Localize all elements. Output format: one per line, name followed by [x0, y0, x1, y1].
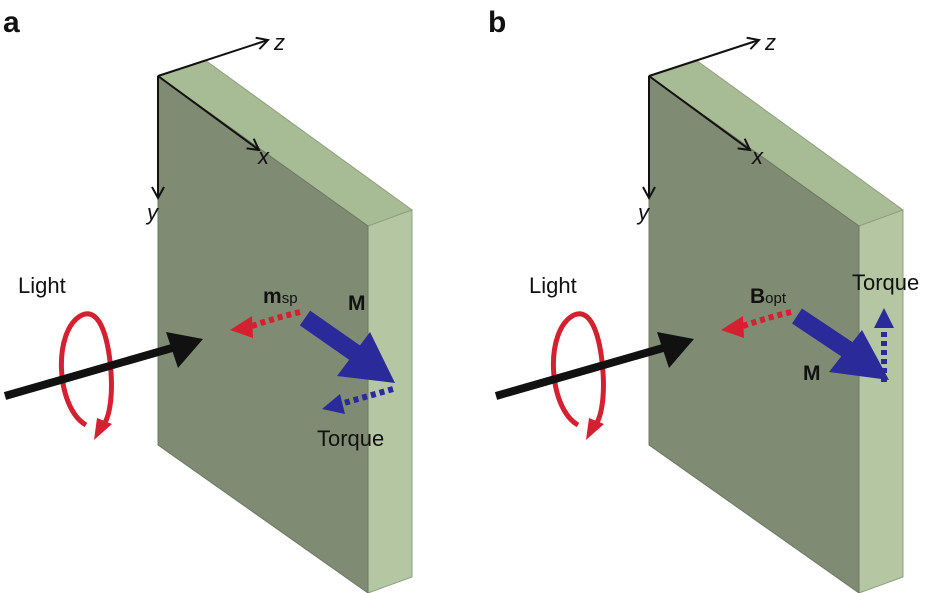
panel-a-letter: a	[3, 6, 20, 39]
panel-a-slab	[156, 59, 414, 593]
panel-a: a z x y Light	[3, 6, 414, 593]
panel-a-field-subscript: sp	[282, 290, 298, 307]
panel-b-slab	[647, 59, 905, 593]
panel-a-light-arrow	[3, 332, 203, 400]
panel-a-magnetization-arrow	[299, 310, 395, 383]
panel-b-light-arrow	[494, 332, 694, 400]
panel-b-field-symbol: B	[750, 285, 765, 308]
panel-b-y-label: y	[636, 200, 651, 225]
panel-a-field-arrow	[230, 309, 301, 338]
panel-b: b z x y Light	[488, 6, 919, 593]
panel-a-y-label: y	[145, 200, 160, 225]
panel-b-magnetization-label: M	[803, 362, 821, 385]
panel-b-z-label: z	[764, 30, 776, 55]
panel-a-field-symbol: m	[263, 285, 282, 308]
panel-a-x-label: x	[257, 144, 270, 169]
panel-b-rotation-icon	[550, 311, 606, 440]
panel-a-z-axis	[157, 40, 268, 77]
panel-b-z-axis	[648, 40, 759, 77]
panel-a-torque-label: Torque	[317, 426, 384, 451]
panel-a-field-label: msp	[263, 285, 298, 308]
panel-a-torque-arrow	[322, 386, 394, 414]
panel-a-slab-side	[367, 209, 413, 593]
panel-b-field-subscript: opt	[765, 290, 787, 307]
panel-b-light-label: Light	[529, 273, 577, 298]
panel-b-axes: z x y	[636, 30, 776, 225]
panel-a-magnetization-label: M	[348, 292, 366, 315]
panel-a-z-label: z	[273, 30, 285, 55]
panel-b-x-axis	[648, 75, 750, 150]
panel-b-field-label: Bopt	[750, 285, 787, 308]
panel-b-torque-label: Torque	[852, 270, 919, 295]
panel-a-rotation-icon	[58, 311, 114, 440]
panel-b-slab-side	[858, 209, 904, 593]
panel-b-field-arrow	[721, 309, 792, 338]
panel-a-slab-front	[157, 75, 369, 593]
panel-a-axes: z x y	[145, 30, 285, 225]
panel-b-letter: b	[488, 6, 506, 39]
panel-b-x-label: x	[751, 144, 764, 169]
panel-b-magnetization-arrow	[792, 308, 889, 380]
panel-b-slab-front	[648, 75, 860, 593]
panel-a-x-axis	[157, 75, 259, 150]
panel-a-light-label: Light	[18, 273, 66, 298]
panel-b-torque-arrow	[874, 308, 894, 382]
